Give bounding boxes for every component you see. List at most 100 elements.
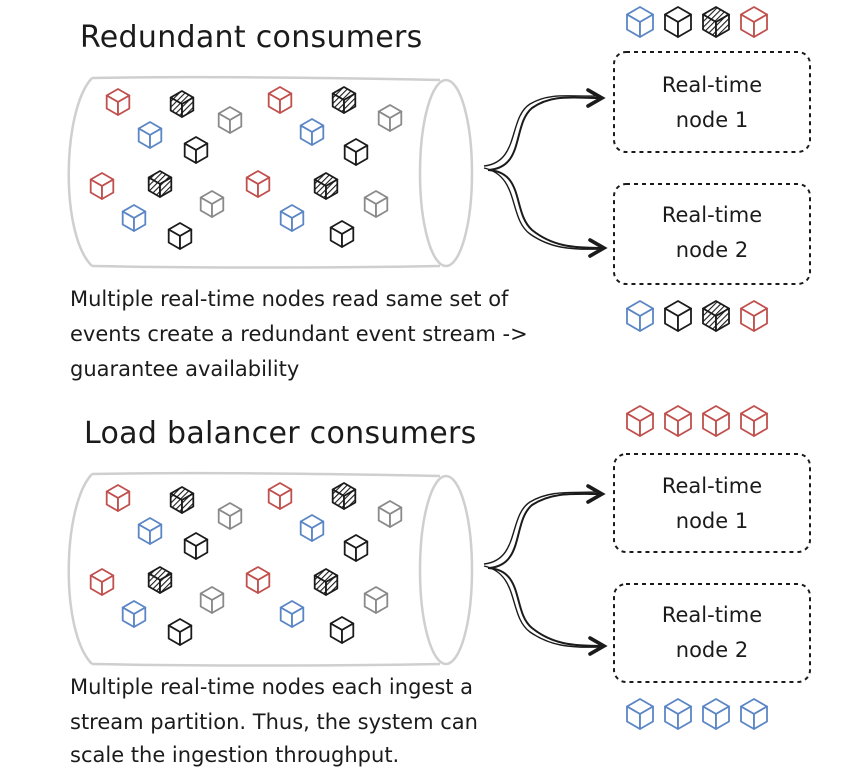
section-load-balancer: Load balancer consumers Real-time node 1… [67, 405, 811, 767]
event-cube-icon [299, 118, 325, 146]
event-stream-pipe [67, 471, 474, 667]
event-cube-icon [331, 86, 357, 114]
node-box-1: Real-time node 1 [613, 453, 811, 553]
pipe-left-end [67, 77, 93, 267]
event-cube-icon [217, 106, 243, 134]
event-cube-icon [740, 6, 768, 38]
event-cube-icon [626, 698, 654, 730]
stream-events [89, 482, 403, 646]
node-label-line1: Real-time [662, 203, 762, 227]
fanout-arrows [483, 484, 608, 656]
event-cube-icon [267, 482, 293, 510]
event-cube-icon [343, 534, 369, 562]
event-cube-icon [702, 300, 730, 332]
node-label-line1: Real-time [662, 474, 762, 498]
pipe-bottom-edge [91, 264, 441, 269]
event-cube-icon [740, 300, 768, 332]
event-cube-icon [343, 138, 369, 166]
event-cube-icon [167, 222, 193, 250]
received-events-node-1 [626, 6, 768, 38]
event-cube-icon [137, 517, 163, 545]
event-cube-icon [313, 568, 339, 596]
event-cube-icon [105, 88, 131, 116]
event-cube-icon [199, 190, 225, 218]
event-cube-icon [299, 514, 325, 542]
arrow-stroke-4 [483, 167, 601, 250]
event-cube-icon [626, 6, 654, 38]
event-cube-icon [137, 121, 163, 149]
arrow-to-node-2 [487, 567, 608, 656]
event-cube-icon [183, 136, 209, 164]
arrow-stroke-4 [483, 565, 601, 648]
received-events-node-1 [626, 405, 768, 437]
received-events-node-2 [626, 300, 768, 332]
description-line-2: stream partition. Thus, the system can [70, 710, 478, 734]
fanout-arrows [483, 88, 608, 258]
event-cube-icon [740, 405, 768, 437]
event-cube-icon [702, 405, 730, 437]
event-cube-icon [664, 405, 692, 437]
description-line-2: events create a redundant event stream -… [70, 322, 528, 346]
event-cube-icon [702, 6, 730, 38]
node-box-2: Real-time node 2 [613, 183, 811, 285]
node-label-line2: node 1 [676, 108, 748, 132]
event-cube-icon [167, 618, 193, 646]
event-cube-icon [329, 616, 355, 644]
event-cube-icon [147, 170, 173, 198]
event-cube-icon [377, 500, 403, 528]
event-cube-icon [331, 482, 357, 510]
node-label-line2: node 2 [676, 238, 748, 262]
event-cube-icon [664, 300, 692, 332]
arrow-stroke-2 [483, 95, 599, 167]
node-box-1: Real-time node 1 [613, 51, 811, 153]
section-title: Load balancer consumers [84, 416, 477, 451]
event-cube-icon [363, 190, 389, 218]
pipe-top-edge [91, 471, 441, 478]
node-box-outline [613, 453, 811, 553]
pipe-bottom-edge [91, 662, 441, 667]
node-box-2: Real-time node 2 [613, 583, 811, 683]
event-cube-icon [169, 486, 195, 514]
event-cube-icon [626, 405, 654, 437]
event-cube-icon [279, 600, 305, 628]
node-box-outline [613, 183, 811, 285]
event-cube-icon [664, 6, 692, 38]
event-cube-icon [267, 86, 293, 114]
event-cube-icon [377, 104, 403, 132]
event-cube-icon [313, 172, 339, 200]
event-cube-icon [121, 600, 147, 628]
section-title: Redundant consumers [80, 20, 423, 55]
pipe-left-end [67, 473, 93, 665]
stream-events [89, 86, 403, 250]
description-line-1: Multiple real-time nodes read same set o… [70, 287, 509, 311]
description-line-3: scale the ingestion throughput. [70, 743, 399, 767]
event-cube-icon [89, 568, 115, 596]
event-cube-icon [89, 172, 115, 200]
event-cube-icon [105, 484, 131, 512]
pipe-right-end [418, 78, 474, 268]
node-label-line2: node 2 [676, 638, 748, 662]
event-cube-icon [245, 566, 271, 594]
arrow-to-node-1 [487, 484, 606, 569]
pipe-right-end [418, 474, 474, 666]
event-cube-icon [217, 502, 243, 530]
node-box-outline [613, 583, 811, 683]
event-cube-icon [664, 698, 692, 730]
event-cube-icon [740, 698, 768, 730]
event-cube-icon [245, 170, 271, 198]
node-box-outline [613, 51, 811, 153]
pipe-top-edge [91, 75, 441, 82]
description-line-1: Multiple real-time nodes each ingest a [70, 675, 473, 699]
event-cube-icon [121, 204, 147, 232]
event-cube-icon [279, 204, 305, 232]
node-label-line2: node 1 [676, 509, 748, 533]
arrow-to-node-2 [487, 169, 608, 258]
event-cube-icon [199, 586, 225, 614]
event-stream-pipe [67, 75, 474, 269]
event-cube-icon [147, 566, 173, 594]
node-label-line1: Real-time [662, 603, 762, 627]
arrow-stroke-2 [483, 491, 599, 565]
event-cube-icon [626, 300, 654, 332]
event-cube-icon [183, 532, 209, 560]
